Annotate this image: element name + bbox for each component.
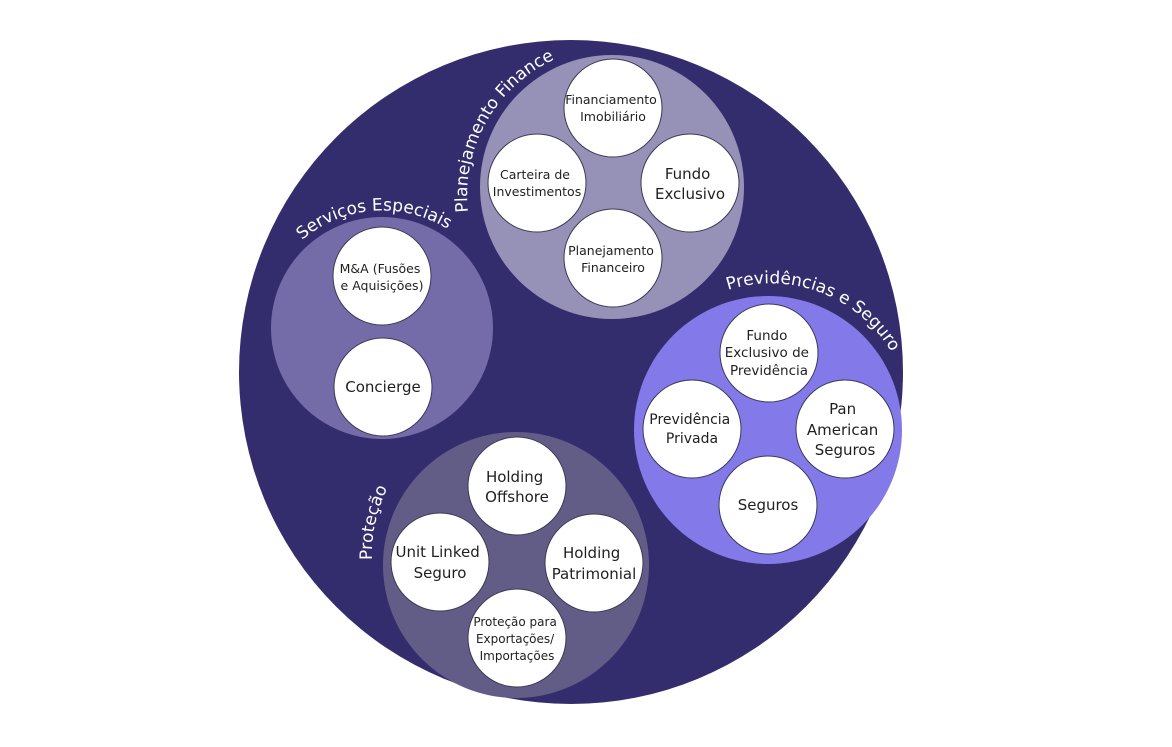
node-planejamento-financeiro: Planejamento Financeiro xyxy=(563,208,663,308)
node-carteira-investimentos: Carteira de Investimentos xyxy=(487,133,587,233)
group-protecao: Proteção Holding Offshore Unit Linked Se… xyxy=(357,432,649,698)
node-label: Pan American Seguros xyxy=(807,400,883,459)
node-label: Holding Offshore xyxy=(485,468,549,506)
node-label: M&A (Fusões e Aquisições) xyxy=(340,261,425,293)
group-circle-planejamento xyxy=(480,55,744,319)
node-ma-fusoes-aquisicoes: M&A (Fusões e Aquisições) xyxy=(332,226,432,326)
node-seguros: Seguros xyxy=(718,455,818,555)
group-circle-protecao xyxy=(383,432,649,698)
node-protecao-exportacoes-importacoes: Proteção para Exportações/ Importações xyxy=(467,588,567,688)
node-concierge: Concierge xyxy=(333,337,433,437)
node-fundo-exclusivo-previdencia: Fundo Exclusivo de Previdência xyxy=(719,303,819,403)
node-label: Seguros xyxy=(738,496,799,514)
node-pan-american-seguros: Pan American Seguros xyxy=(795,379,895,479)
node-holding-patrimonial: Holding Patrimonial xyxy=(544,513,644,613)
node-label: Previdência Privada xyxy=(649,412,734,447)
group-circle-servicos xyxy=(271,217,493,439)
node-label: Planejamento Financeiro xyxy=(568,243,658,275)
node-holding-offshore: Holding Offshore xyxy=(467,436,567,536)
node-label: Holding Patrimonial xyxy=(552,544,637,583)
node-label: Fundo Exclusivo de Previdência xyxy=(725,328,814,379)
node-unit-linked-seguro: Unit Linked Seguro xyxy=(390,512,490,612)
node-label: Fundo Exclusivo xyxy=(655,165,725,203)
node-label: Carteira de Investimentos xyxy=(493,167,581,199)
node-label: Financiamento Imobiliário xyxy=(565,92,661,124)
node-financiamento-imobiliario: Financiamento Imobiliário xyxy=(563,58,663,158)
node-fundo-exclusivo: Fundo Exclusivo xyxy=(640,133,740,233)
node-label: Unit Linked Seguro xyxy=(395,543,484,582)
node-previdencia-privada: Previdência Privada xyxy=(642,379,742,479)
node-label: Concierge xyxy=(345,378,420,396)
group-circle-previdencias xyxy=(634,296,902,564)
node-label: Proteção para Exportações/ Importações xyxy=(473,615,560,663)
